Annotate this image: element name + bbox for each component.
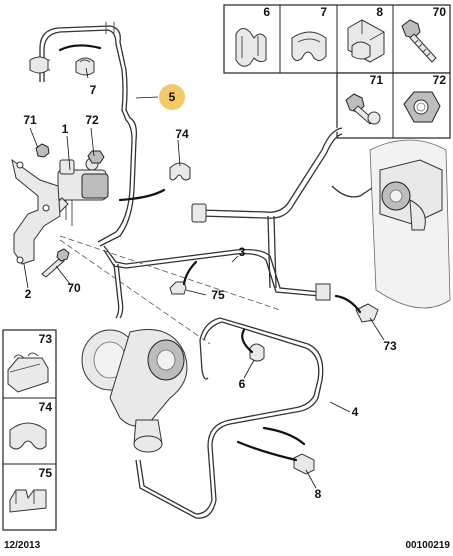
bracket-2 [11, 158, 61, 265]
vacuum-hose [191, 126, 373, 289]
callout-7: 7 [90, 83, 97, 97]
nut-72-icon [403, 91, 441, 123]
callout-70: 70 [67, 281, 81, 295]
strap-leaders [58, 44, 362, 462]
callout-labels: 5 7 71 72 1 74 2 70 3 75 73 6 4 8 [23, 83, 397, 501]
screw-71-icon [345, 93, 381, 125]
footer-date: 12/2013 [4, 540, 41, 551]
turbocharger [81, 329, 188, 453]
screw-71-small-icon [35, 143, 50, 158]
callout-72: 72 [85, 113, 99, 127]
callout-5: 5 [169, 90, 176, 104]
callout-1: 1 [62, 122, 69, 136]
clip-8-icon [347, 19, 385, 63]
clip-75-icon [9, 489, 47, 513]
legend-cell-8: 8 [376, 5, 383, 19]
legend-cell-7: 7 [320, 5, 327, 19]
callout-2: 2 [25, 287, 32, 301]
pipe-5 [29, 22, 138, 248]
legend-grid-top: 6 7 8 70 71 72 [223, 4, 451, 139]
callout-74: 74 [175, 127, 189, 141]
callout-leaders [23, 67, 385, 489]
screw-70-small-icon [41, 248, 70, 278]
legend-cell-72: 72 [433, 73, 447, 87]
clip-73-icon [7, 352, 49, 393]
clip-74-on-pipe-icon [169, 162, 191, 181]
vacuum-pump [369, 139, 451, 309]
solenoid-valve-1 [51, 157, 109, 226]
callout-4: 4 [352, 405, 359, 419]
legend-grid-left: 73 74 75 [2, 329, 57, 531]
footer-reference: 00100219 [406, 540, 451, 551]
callout-8: 8 [315, 487, 322, 501]
legend-cell-70: 70 [433, 5, 447, 19]
nut-72-small-icon [87, 150, 105, 164]
legend-cell-74: 74 [39, 400, 53, 414]
clip-7-on-pipe-icon [75, 57, 95, 76]
callout-71: 71 [23, 113, 37, 127]
callout-3: 3 [239, 245, 246, 259]
clip-8-on-pipe-icon [293, 453, 315, 475]
clip-6-on-pipe-icon [249, 343, 265, 362]
pipe-3 [102, 245, 331, 319]
callout-6: 6 [239, 377, 246, 391]
screw-70-icon [401, 19, 437, 63]
clip-73-on-pipe-icon [355, 303, 379, 323]
callout-75: 75 [211, 288, 225, 302]
legend-cell-6: 6 [263, 5, 270, 19]
legend-cell-75: 75 [39, 466, 53, 480]
dashed-leader-lines [59, 235, 281, 345]
clip-7-icon [291, 31, 327, 62]
legend-cell-71: 71 [370, 73, 384, 87]
callout-73: 73 [383, 339, 397, 353]
callout-5-highlight [159, 84, 185, 110]
legend-cell-73: 73 [39, 332, 53, 346]
clip-6-icon [235, 28, 267, 67]
pipe-4 [134, 316, 325, 520]
clip-74-icon [9, 422, 47, 450]
clip-75-on-pipe-icon [169, 281, 187, 295]
